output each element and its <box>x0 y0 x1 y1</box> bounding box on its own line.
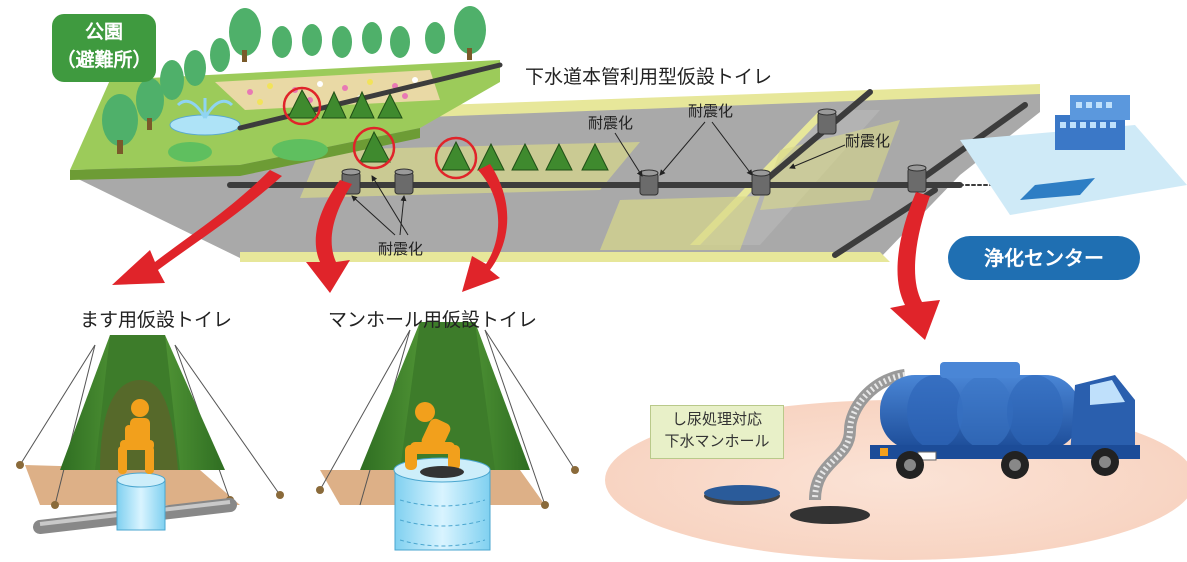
highlight-circles <box>282 86 478 180</box>
masu-toilet-label: ます用仮設トイレ <box>80 309 233 331</box>
park-label-line2: （避難所） <box>56 49 152 71</box>
park-label-line1: 公園 <box>84 21 123 43</box>
treatment-center <box>960 95 1187 215</box>
manhole-note-line1: し尿処理対応 <box>671 410 762 428</box>
road-edge-bottom <box>240 252 890 262</box>
seismic-label-3: 耐震化 <box>845 132 891 150</box>
masu-toilet-illustration <box>16 335 284 534</box>
manhole-note-line2: 下水マンホール <box>664 432 770 450</box>
truck-scene <box>605 362 1187 560</box>
manhole-note: し尿処理対応 下水マンホール <box>650 405 784 459</box>
main-pipe-toilet-label: 下水道本管利用型仮設トイレ <box>525 66 773 88</box>
flower-bed <box>215 70 440 110</box>
seismic-label-2: 耐震化 <box>688 102 734 120</box>
flow-arrows <box>112 164 940 340</box>
trees <box>102 6 486 162</box>
treatment-center-label: 浄化センター <box>948 236 1140 280</box>
leader-lines <box>351 121 846 236</box>
seismic-label-bottom: 耐震化 <box>378 240 424 258</box>
manholes <box>341 108 927 196</box>
map-tents <box>287 88 609 171</box>
city-map <box>70 6 1187 262</box>
seismic-label-1: 耐震化 <box>588 114 634 132</box>
park-label: 公園 （避難所） <box>52 14 156 82</box>
manhole-toilet-illustration <box>316 322 579 551</box>
fountain <box>169 98 241 136</box>
manhole-toilet-label: マンホール用仮設トイレ <box>328 309 538 331</box>
